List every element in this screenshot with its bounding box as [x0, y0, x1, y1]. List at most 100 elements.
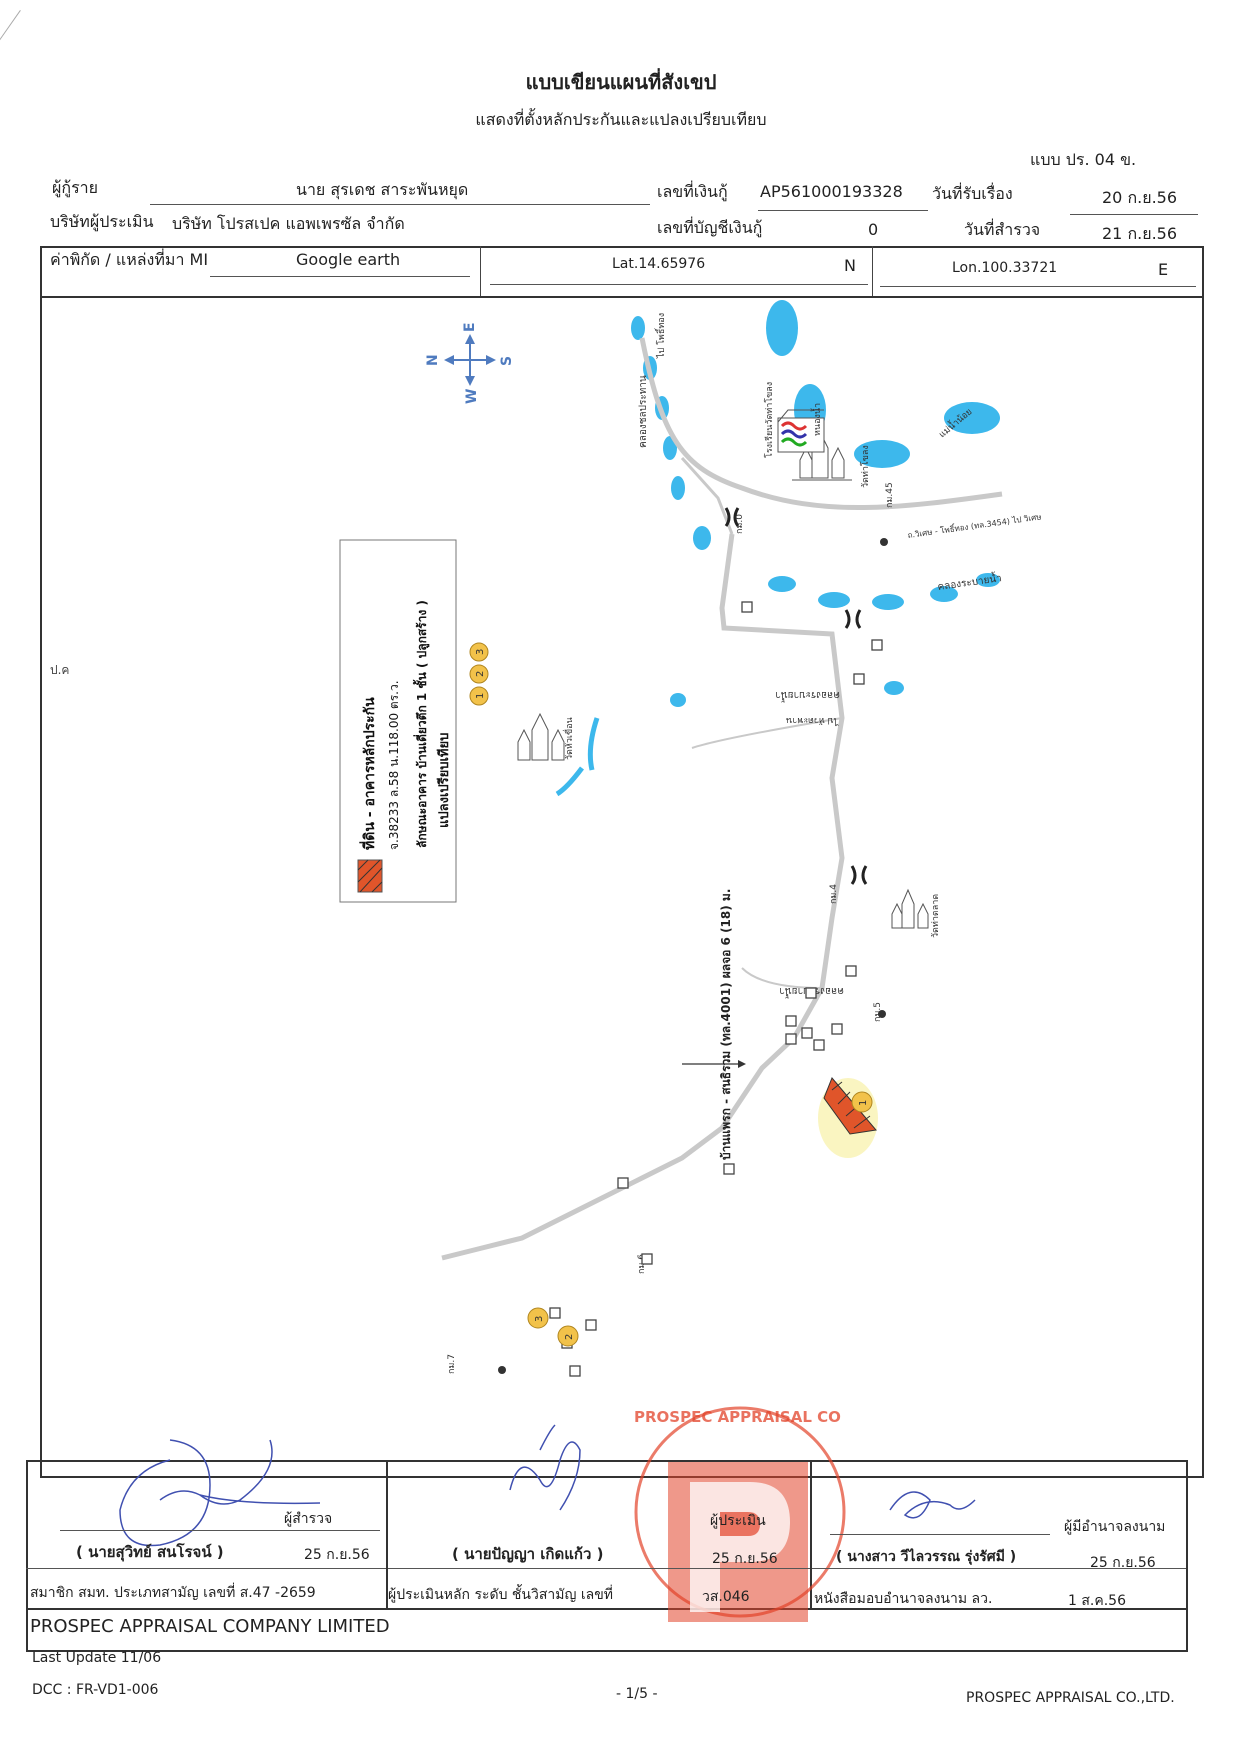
- authorized-doc-date: 1 ส.ค.56: [1068, 1593, 1126, 1609]
- coord-source-underline: [210, 276, 470, 277]
- bridges: [724, 507, 868, 885]
- label-km-0: กม.0: [735, 514, 745, 534]
- footer-last-update: Last Update 11/06: [32, 1650, 162, 1666]
- legend-line-3: ลักษณะอาคาร บ้านเดี่ยวตึก 1 ชั้น ( ปลูกส…: [412, 600, 430, 848]
- surveyor-date: 25 ก.ย.56: [304, 1547, 370, 1563]
- appraiser-company-label: บริษัทผู้ประเมิน: [50, 212, 154, 231]
- coord-divider-2: [872, 246, 873, 296]
- school-icon: [777, 409, 825, 453]
- label-km-4: กม.4: [829, 884, 839, 904]
- footer-company: PROSPEC APPRAISAL CO.,LTD.: [966, 1690, 1175, 1706]
- pond-3: [854, 440, 910, 468]
- signature-divider-2: [810, 1460, 812, 1608]
- compass: E N S W: [425, 322, 515, 404]
- survey-date-value: 21 ก.ย.56: [1102, 224, 1178, 243]
- authorized-signature: [889, 1491, 976, 1519]
- label-road-top: ไป โพธิ์ทอง: [654, 313, 667, 359]
- label-km-7: กม.7: [447, 1354, 457, 1374]
- authorized-date: 25 ก.ย.56: [1090, 1555, 1156, 1571]
- label-road-left: ไป หัวตะพาน: [786, 715, 839, 726]
- svg-text:3: 3: [475, 649, 486, 655]
- longitude: Lon.100.33721: [952, 260, 1058, 276]
- stamp-text: PROSPEC APPRAISAL CO: [634, 1408, 841, 1426]
- page-subtitle: แสดงที่ตั้งหลักประกันและแปลงเปรียบเทียบ: [475, 110, 767, 129]
- form-code: แบบ ปร. 04 ข.: [1030, 150, 1137, 169]
- temple-2-label: วัดท่าตลาด: [931, 894, 941, 938]
- footer-page: - 1/5 -: [616, 1686, 658, 1702]
- temple-3-label: วัดหัวเขื่อน: [562, 717, 575, 760]
- company-bar-bottom: [26, 1650, 1188, 1652]
- pond-4: [944, 402, 1000, 434]
- appraiser-level: ผู้ประเมินหลัก ระดับ ชั้นวิสามัญ เลขที่: [388, 1587, 614, 1603]
- legend-marker-2: 2: [469, 664, 489, 684]
- surveyor-signature: [119, 1439, 321, 1547]
- legend-marker-1: 1: [469, 686, 489, 706]
- compass-w: W: [464, 389, 480, 404]
- surveyor-sign-line: [60, 1530, 380, 1531]
- appraiser-name: ( นายปัญญา เกิดแก้ว ): [452, 1545, 604, 1563]
- coord-source: Google earth: [296, 250, 401, 269]
- water-bodies: [555, 300, 1000, 797]
- legend-box: ที่ดิน - อาคารหลักประกัน จ.38233 ล.58 น.…: [339, 539, 489, 903]
- coord-row-divider: [40, 296, 1204, 298]
- appraiser-role: ผู้ประเมิน: [710, 1513, 766, 1529]
- edge-label: ป.ค: [50, 663, 69, 677]
- label-canal-4: คลองชลประทาน: [638, 375, 649, 448]
- borrower-value: นาย สุรเดช สาระพันหยุด: [296, 180, 469, 199]
- lon-underline: [880, 286, 1196, 287]
- svg-text:3: 3: [534, 1316, 545, 1322]
- legend-compare: แปลงเปรียบเทียบ: [436, 733, 452, 828]
- borrower-underline: [150, 204, 650, 205]
- appraiser-signature: [509, 1424, 581, 1511]
- label-km-5: กม.5: [873, 1002, 883, 1022]
- survey-date-label: วันที่สำรวจ: [964, 220, 1041, 239]
- longitude-dir: E: [1158, 260, 1169, 279]
- surveyor-role: ผู้สำรวจ: [284, 1511, 333, 1527]
- label-road-rt: ถ.วิเศษ - โพธิ์ทอง (ทล.3454) ไป วิเศษ: [907, 510, 1042, 540]
- signature-top-line: [26, 1460, 1188, 1462]
- signature-right-edge: [1186, 1460, 1188, 1652]
- roads: [441, 337, 1003, 1261]
- label-pond-1: หนองน้ำ: [810, 403, 823, 436]
- received-date-label: วันที่รับเรื่อง: [932, 184, 1013, 203]
- signature-divider-1: [386, 1460, 388, 1608]
- compare-marker-2: 2: [557, 1325, 579, 1347]
- main-road: [441, 533, 845, 1261]
- borrower-label: ผู้กู้ราย: [52, 178, 99, 197]
- appraiser-company-value: บริษัท โปรสเปค แอพเพรซัล จำกัด: [172, 214, 405, 233]
- received-underline: [1070, 214, 1198, 215]
- surveyor-name: ( นายสุวิทย์ สนโรจน์ ): [76, 1543, 224, 1561]
- signature-left-edge: [26, 1460, 28, 1652]
- compare-marker-3: 3: [527, 1307, 549, 1329]
- compass-s: S: [499, 356, 515, 366]
- received-date-value: 20 ก.ย.56: [1102, 188, 1178, 207]
- label-canal-2: คลองระบายน้ำ: [775, 689, 840, 703]
- appraiser-date: 25 ก.ย.56: [712, 1551, 778, 1567]
- loan-no-value: AP561000193328: [760, 182, 903, 201]
- pond-1: [766, 300, 798, 356]
- label-main-road: บ้านแพรก - สนธิรวม (ทล.4001) ผลจอ 6 (18)…: [719, 889, 733, 1160]
- coord-label: ค่าพิกัด / แหล่งที่มา MI: [50, 250, 209, 269]
- svg-text:2: 2: [475, 671, 486, 677]
- temple-2: [891, 888, 929, 929]
- svg-text:2: 2: [564, 1334, 575, 1340]
- company-bar: PROSPEC APPRAISAL COMPANY LIMITED: [30, 1616, 390, 1637]
- latitude-dir: N: [844, 256, 856, 275]
- lat-underline: [490, 284, 868, 285]
- compare-marker-1: 1: [851, 1091, 873, 1113]
- compass-n: N: [425, 354, 441, 366]
- sketch-map: ป.ค E N S W ที่ดิน - อาคารหลักประกัน จ.3…: [50, 300, 1042, 1377]
- account-no-label: เลขที่บัญชีเงินกู้: [657, 218, 763, 237]
- svg-text:1: 1: [475, 693, 486, 699]
- latitude: Lat.14.65976: [612, 256, 706, 272]
- surveyor-member: สมาชิก สมท. ประเภทสามัญ เลขที่ ส.47 -265…: [30, 1585, 316, 1601]
- authorized-role: ผู้มีอำนาจลงนาม: [1064, 1519, 1166, 1535]
- company-stamp: PROSPEC APPRAISAL CO: [634, 1406, 846, 1622]
- account-no-value: 0: [868, 220, 879, 239]
- legend-line-1: ที่ดิน - อาคารหลักประกัน: [359, 697, 378, 850]
- authorized-sign-line: [830, 1534, 1050, 1535]
- temple-3: [517, 712, 565, 761]
- loan-no-label: เลขที่เงินกู้: [657, 182, 728, 201]
- footer-dcc: DCC : FR-VD1-006: [32, 1682, 159, 1698]
- school-label: โรงเรียนวัดท่าโขลง: [764, 382, 775, 458]
